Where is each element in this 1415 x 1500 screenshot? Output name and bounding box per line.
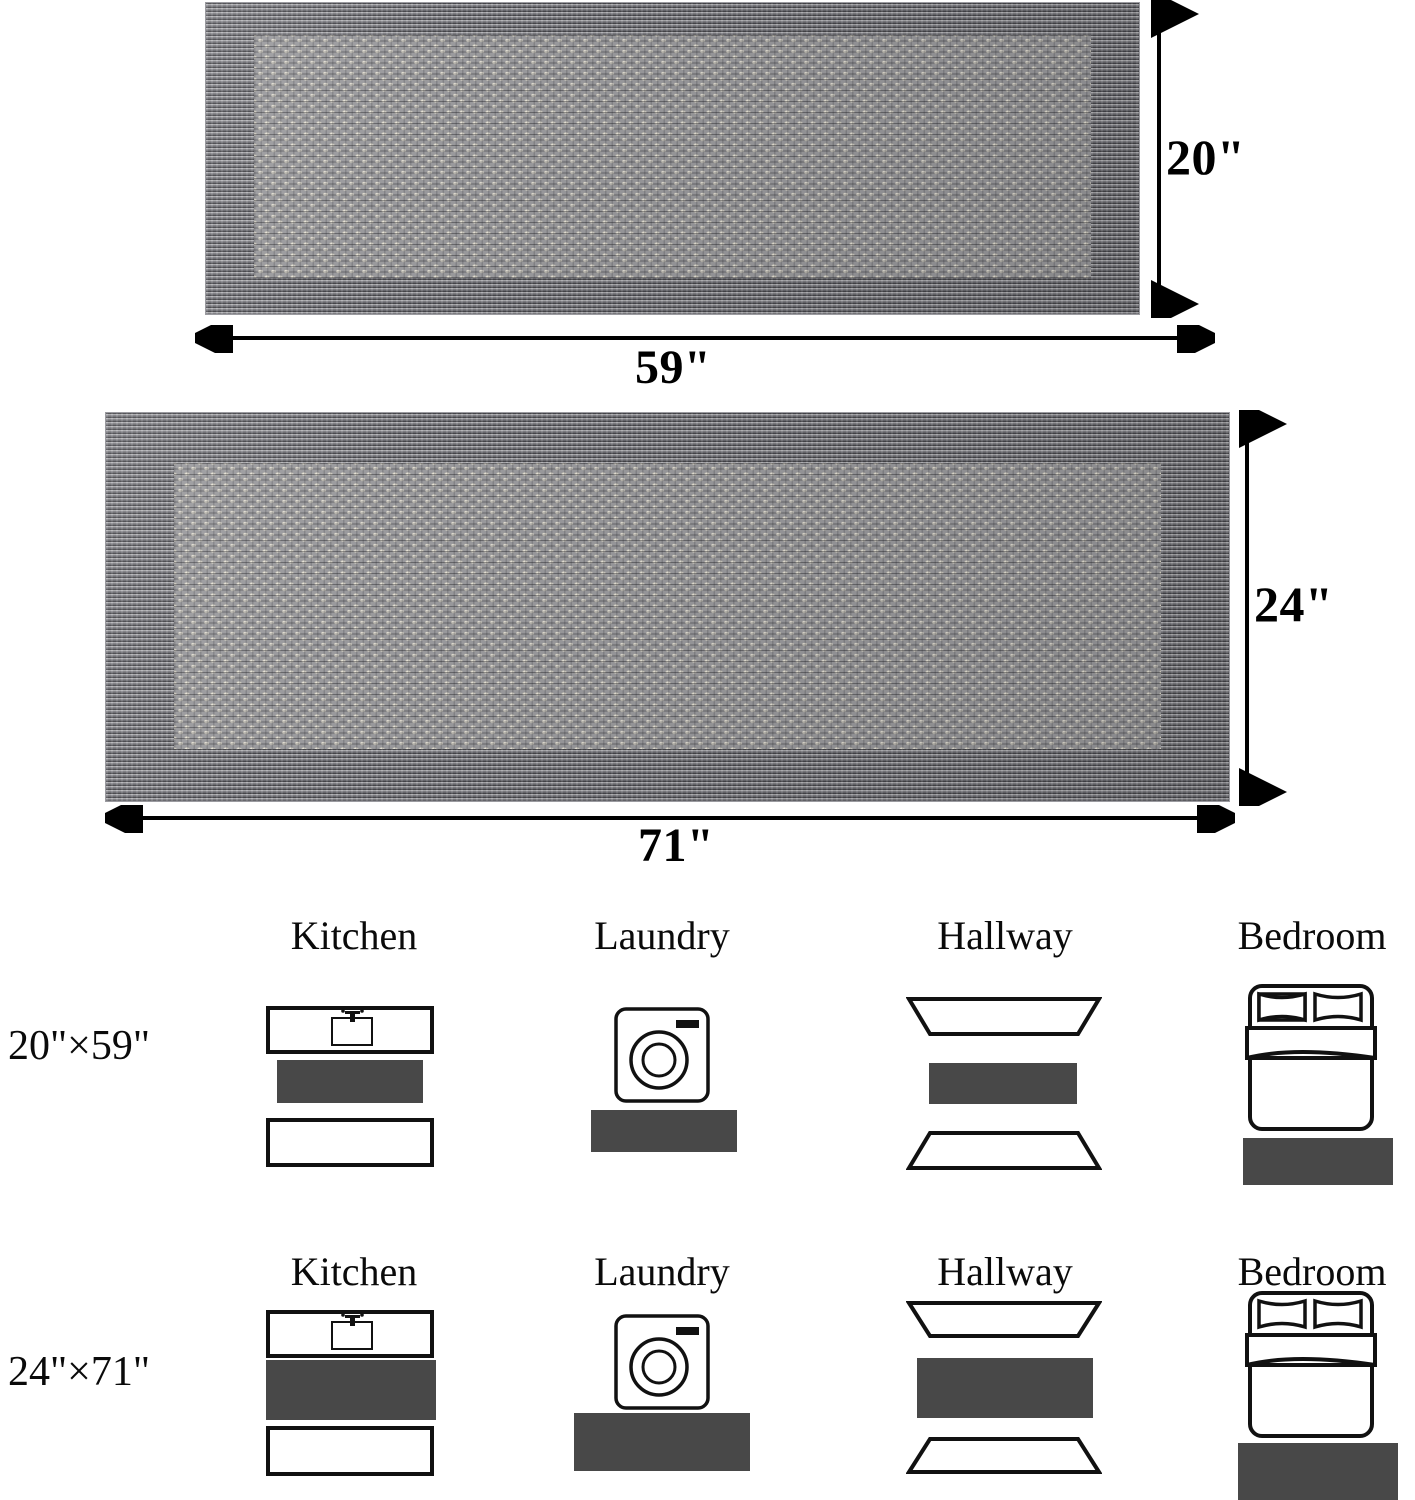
hallway-wall-bottom-svg — [905, 1131, 1103, 1170]
room-header-kitchen-row2: Kitchen — [290, 1249, 418, 1294]
room-header-bedroom-row1: Bedroom — [1237, 913, 1387, 958]
bed-svg-2 — [1245, 1291, 1377, 1438]
kitchen-faucet-row1 — [337, 1008, 369, 1022]
room-header-hallway-row1: Hallway — [937, 913, 1073, 958]
faucet-svg — [341, 1009, 364, 1022]
hallway-lower-wall-row2 — [905, 1436, 1103, 1476]
rug-small-width-label: 59" — [635, 341, 712, 394]
laundry-washing-machine-row1 — [613, 1006, 711, 1104]
room-header-hallway-row2: Hallway — [937, 1249, 1073, 1294]
hallway-upper-wall-row1 — [905, 996, 1103, 1038]
washing-machine-svg-2 — [614, 1314, 710, 1410]
hallway-lower-wall-row1 — [905, 1130, 1103, 1172]
rug-small-width-dimension-arrow — [185, 314, 1225, 362]
rug-large-illustration — [105, 412, 1230, 802]
faucet-svg-2 — [341, 1313, 364, 1326]
bed-svg — [1245, 984, 1377, 1131]
width-arrow-svg — [185, 314, 1225, 362]
room-header-laundry-row2: Laundry — [594, 1249, 730, 1294]
hallway-rug-row1 — [929, 1063, 1077, 1104]
room-header-bedroom-row2: Bedroom — [1237, 1249, 1387, 1294]
room-header-laundry-row1: Laundry — [594, 913, 730, 958]
size-label-row1: 20"×59" — [8, 1023, 150, 1069]
rug-small-height-label: 20" — [1166, 129, 1246, 185]
rug-large-width-dimension-arrow — [95, 794, 1245, 842]
laundry-rug-row2 — [574, 1413, 750, 1471]
laundry-washing-machine-row2 — [613, 1313, 711, 1411]
bedroom-bed-row2 — [1245, 1287, 1377, 1442]
laundry-rug-row1 — [591, 1110, 737, 1152]
kitchen-faucet-row2 — [337, 1312, 369, 1326]
rug-large-width-label: 71" — [638, 819, 715, 872]
rug-large-dotted-field — [174, 463, 1161, 749]
kitchen-rug-row1 — [277, 1060, 423, 1103]
height-arrow-svg — [1151, 0, 1199, 328]
washing-machine-svg — [614, 1007, 710, 1103]
rug-small-illustration — [205, 2, 1140, 315]
height-arrow-svg-2 — [1239, 400, 1287, 816]
bedroom-rug-row2 — [1238, 1443, 1398, 1500]
rug-large-height-label: 24" — [1254, 576, 1334, 632]
bedroom-rug-row1 — [1243, 1138, 1393, 1185]
rug-small-height-dimension-arrow — [1140, 0, 1200, 328]
kitchen-rug-row2 — [266, 1360, 436, 1420]
size-label-row2: 24"×71" — [8, 1349, 150, 1395]
width-arrow-svg-2 — [95, 794, 1245, 842]
bedroom-bed-row1 — [1245, 980, 1377, 1135]
kitchen-lower-counter-row2 — [266, 1426, 434, 1476]
kitchen-lower-counter-row1 — [266, 1118, 434, 1167]
rug-large-height-dimension-arrow — [1228, 400, 1288, 816]
hallway-wall-bottom-svg-2 — [905, 1437, 1103, 1474]
hallway-wall-top-svg-2 — [905, 1301, 1103, 1338]
hallway-wall-top-svg — [905, 997, 1103, 1036]
hallway-upper-wall-row2 — [905, 1300, 1103, 1340]
rug-small-dotted-field — [254, 35, 1091, 278]
hallway-rug-row2 — [917, 1358, 1093, 1418]
room-header-kitchen-row1: Kitchen — [290, 913, 418, 958]
